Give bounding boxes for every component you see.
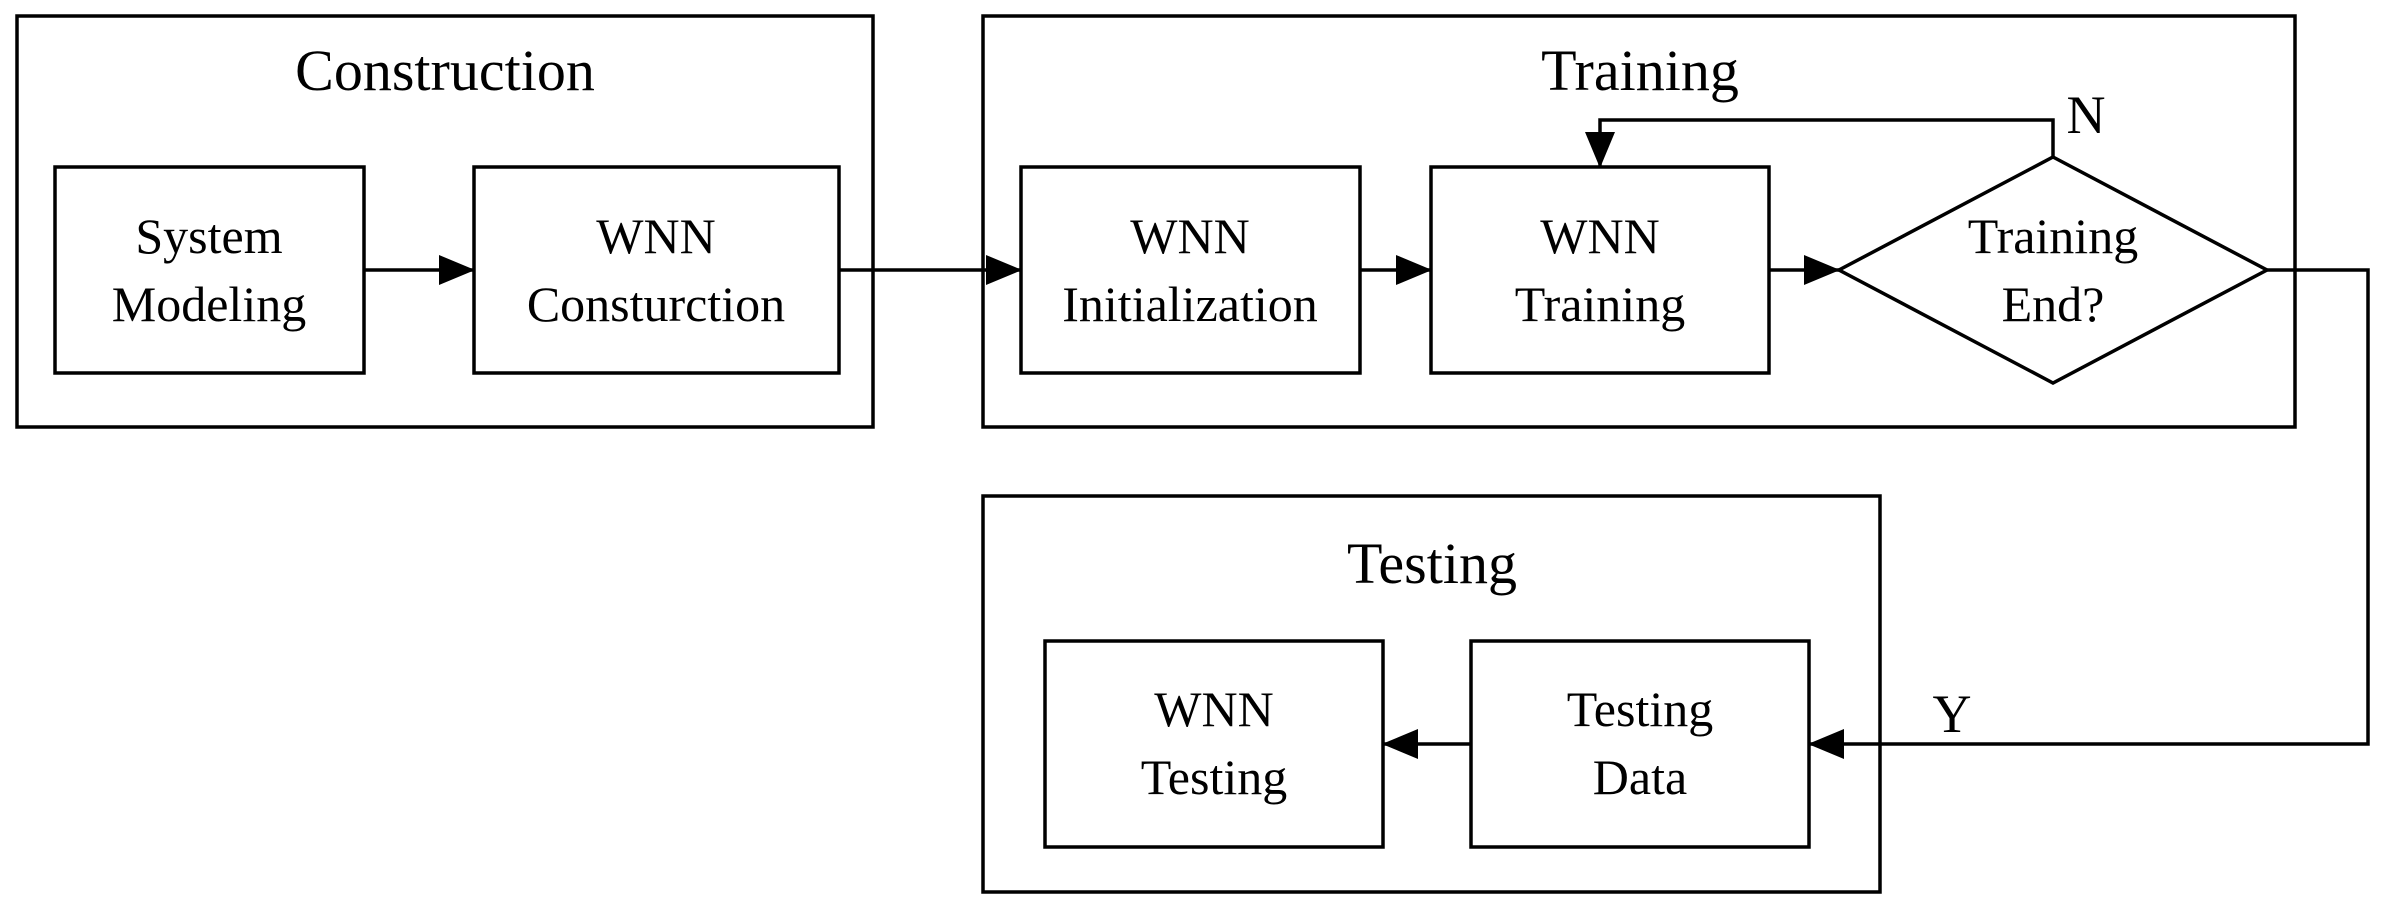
node-wnn-testing: WNN Testing xyxy=(1043,639,1385,849)
wnn-testing-line2: Testing xyxy=(1141,749,1287,805)
wnn-testing-line1: WNN xyxy=(1154,681,1273,737)
system-modeling-line2: Modeling xyxy=(112,276,306,332)
node-wnn-initialization: WNN Initialization xyxy=(1019,165,1362,375)
wnn-initialization-line1: WNN xyxy=(1130,208,1249,264)
training-frame xyxy=(981,14,2297,429)
wnn-training-line1: WNN xyxy=(1540,208,1659,264)
construction-group: Construction xyxy=(15,14,875,429)
construction-title: Construction xyxy=(295,38,595,103)
node-wnn-training: WNN Training xyxy=(1429,165,1771,375)
training-end-line1: Training xyxy=(1968,208,2138,264)
testing-data-line1: Testing xyxy=(1567,681,1713,737)
training-end-line2: End? xyxy=(2002,276,2105,332)
training-title: Training xyxy=(1541,38,1739,103)
testing-title: Testing xyxy=(1347,531,1517,596)
arrow-decision-to-testing-data xyxy=(1808,268,2370,759)
construction-frame xyxy=(15,14,875,429)
node-system-modeling: System Modeling xyxy=(53,165,366,375)
arrow-decision-loop-back xyxy=(1585,118,2055,168)
wnn-construction-line1: WNN xyxy=(596,208,715,264)
testing-frame xyxy=(981,494,1882,894)
wnn-construction-line2: Consturction xyxy=(527,276,785,332)
wnn-initialization-line2: Initialization xyxy=(1062,276,1317,332)
label-yes: Y xyxy=(1933,684,1972,744)
testing-data-line2: Data xyxy=(1593,749,1687,805)
node-wnn-construction: WNN Consturction xyxy=(472,165,841,375)
label-no: N xyxy=(2067,85,2106,145)
node-training-end-decision: Training End? xyxy=(1835,155,2271,385)
training-group: Training xyxy=(981,14,2297,429)
wnn-training-line2: Training xyxy=(1515,276,1685,332)
node-testing-data: Testing Data xyxy=(1469,639,1811,849)
system-modeling-line1: System xyxy=(135,208,282,264)
testing-group: Testing xyxy=(981,494,1882,894)
